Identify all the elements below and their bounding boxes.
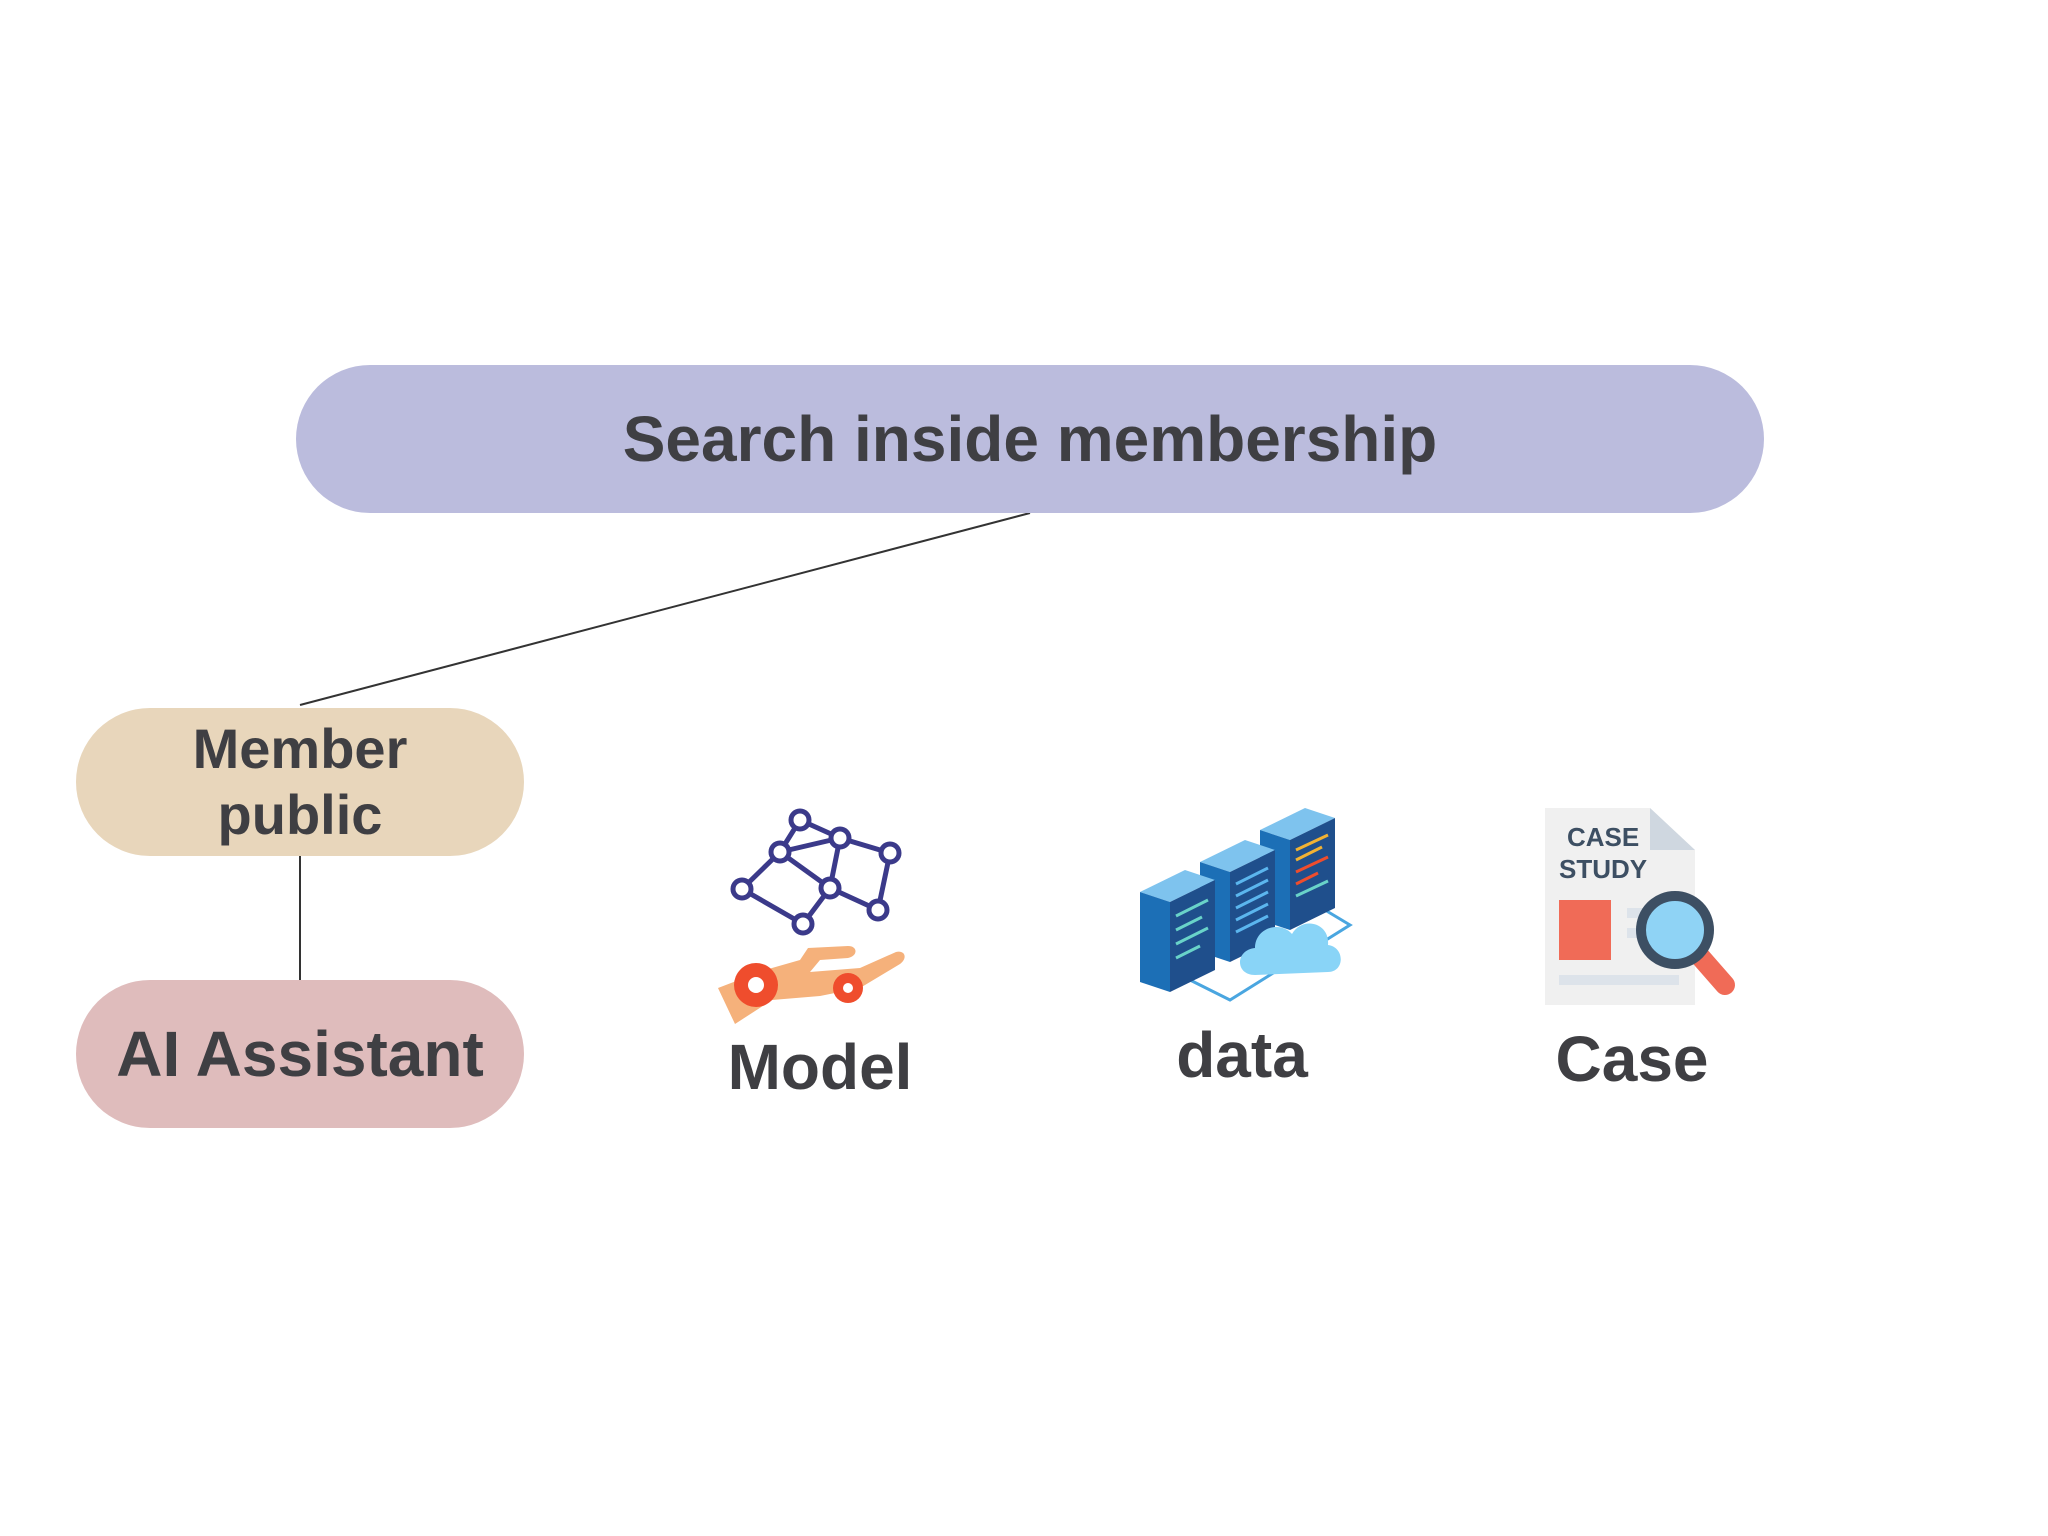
case-label: Case (1555, 1023, 1709, 1095)
model-label: Model (727, 1031, 913, 1103)
ai-assistant-node: AI Assistant (76, 980, 524, 1128)
search-inside-membership-node: Search inside membership (296, 365, 1764, 513)
search-inside-membership-label: Search inside membership (622, 403, 1438, 475)
member-label-line1: Member (192, 716, 408, 780)
ai-assistant-label: AI Assistant (116, 1018, 484, 1090)
neural-network-hand-icon (718, 808, 905, 1024)
case-icon-text-line1: CASE (1567, 822, 1639, 852)
connector-root-to-member (299, 512, 1031, 706)
data-label: data (1176, 1019, 1308, 1091)
member-label-line2: public (217, 783, 383, 846)
member-public-node: Member public (76, 708, 524, 856)
case-icon-text-line2: STUDY (1559, 854, 1647, 884)
case-study-document-icon: CASE STUDY (1545, 808, 1735, 1005)
server-cloud-icon (1140, 808, 1353, 1002)
